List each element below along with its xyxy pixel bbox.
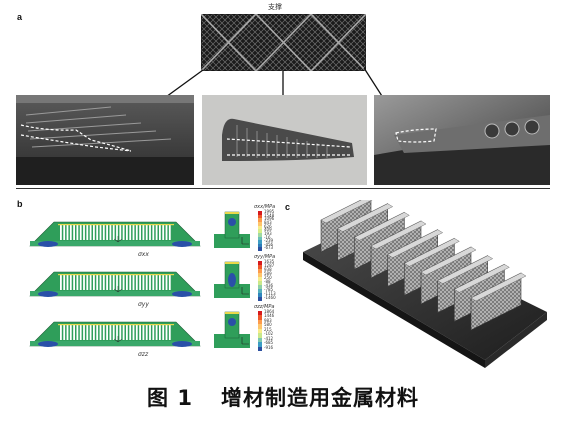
legend-value: -88	[264, 279, 271, 284]
legend-value: 589	[264, 271, 272, 276]
legend-swatch	[258, 247, 262, 252]
legend-value: -685	[264, 340, 274, 346]
fea-section-1	[214, 211, 250, 248]
legend-swatch	[258, 243, 262, 248]
fea-model-3	[29, 321, 201, 347]
sigma-label-2: σyy	[138, 301, 149, 308]
legend-swatch	[258, 297, 262, 302]
legend-swatch	[258, 337, 262, 343]
photo-left-part	[16, 95, 194, 185]
legend-value: 1548	[264, 212, 275, 218]
panel-a-letter: a	[17, 12, 23, 22]
legend-value: -239	[264, 238, 274, 244]
legend-value: 1635	[264, 259, 275, 264]
lattice-support-image	[201, 14, 366, 71]
legend-swatch	[258, 273, 262, 278]
legend-swatch	[258, 261, 262, 266]
legend-value: -673	[264, 245, 274, 251]
legend-value: -436	[264, 283, 274, 288]
legend-value: 1864	[264, 309, 275, 314]
legend-value: 1287	[264, 263, 275, 268]
legend-swatch	[258, 333, 262, 338]
lattice-3d-render	[303, 200, 547, 368]
caption-text: 增材制造用金属材料	[220, 386, 419, 410]
legend-swatch	[258, 315, 262, 321]
legend-value: 215	[264, 326, 272, 332]
legend-title-1: σxx/MPa	[254, 204, 276, 210]
sigma-label-3: σzz	[138, 351, 149, 358]
legend-value: 1096	[264, 216, 275, 222]
legend-value: 250	[264, 275, 272, 280]
caption-number: 图 1	[147, 386, 193, 410]
legend-value: -456	[264, 241, 274, 247]
legend-title-3: σzz/MPa	[254, 304, 275, 310]
legend-value: -785	[264, 287, 274, 292]
panel-divider	[16, 188, 550, 189]
legend-swatch	[258, 277, 262, 282]
legend-swatch	[258, 269, 262, 274]
legend-swatch	[258, 281, 262, 286]
legend-swatch	[258, 214, 262, 219]
legend-swatch	[258, 285, 262, 290]
legend-swatch	[258, 324, 262, 329]
legend-swatch	[258, 346, 262, 352]
legend-value: 983	[264, 317, 272, 323]
legend-swatch	[258, 232, 262, 237]
legend-swatch	[258, 236, 262, 241]
legend-value: 843	[264, 219, 272, 225]
legend-value: 938	[264, 267, 272, 272]
legend-swatch	[258, 218, 262, 223]
legend-swatch	[258, 289, 262, 294]
legend-swatch	[258, 311, 262, 316]
legend-value: -412	[264, 335, 274, 341]
legend-swatch	[258, 229, 262, 234]
legend-value: -1460	[264, 295, 276, 300]
legend-swatch	[258, 221, 262, 226]
photo-right-part	[374, 95, 550, 185]
legend-value: 580	[264, 322, 272, 328]
legend-value: -102	[264, 331, 274, 337]
photo-middle-part	[202, 95, 367, 185]
legend-title-2: σyy/MPa	[254, 254, 276, 260]
legend-swatch	[258, 211, 262, 215]
legend-value: 409	[264, 227, 272, 233]
support-label: 支撑	[268, 3, 282, 11]
figure-caption: 图 1 增材制造用金属材料	[0, 382, 566, 412]
fea-section-2	[214, 261, 250, 298]
legend-value: 1995	[264, 209, 275, 214]
legend-swatch	[258, 342, 262, 347]
panel-c-letter: c	[285, 202, 291, 212]
fea-model-1	[29, 221, 201, 247]
panel-b-letter: b	[17, 199, 23, 209]
fea-section-3	[214, 311, 250, 348]
legend-value: 626	[264, 223, 272, 229]
legend-value: -1113	[264, 291, 276, 296]
fea-model-2	[29, 271, 201, 297]
legend-value: -16	[264, 234, 271, 240]
legend-swatch	[258, 293, 262, 298]
legend-value: 193	[264, 230, 272, 236]
legend-swatch	[258, 225, 262, 230]
legend-swatch	[258, 319, 262, 325]
legend-value: -916	[264, 344, 274, 350]
legend-swatch	[258, 328, 262, 334]
legend-swatch	[258, 265, 262, 270]
legend-value: 1446	[264, 313, 275, 319]
legend-swatch	[258, 240, 262, 244]
sigma-label-1: σxx	[138, 251, 149, 258]
